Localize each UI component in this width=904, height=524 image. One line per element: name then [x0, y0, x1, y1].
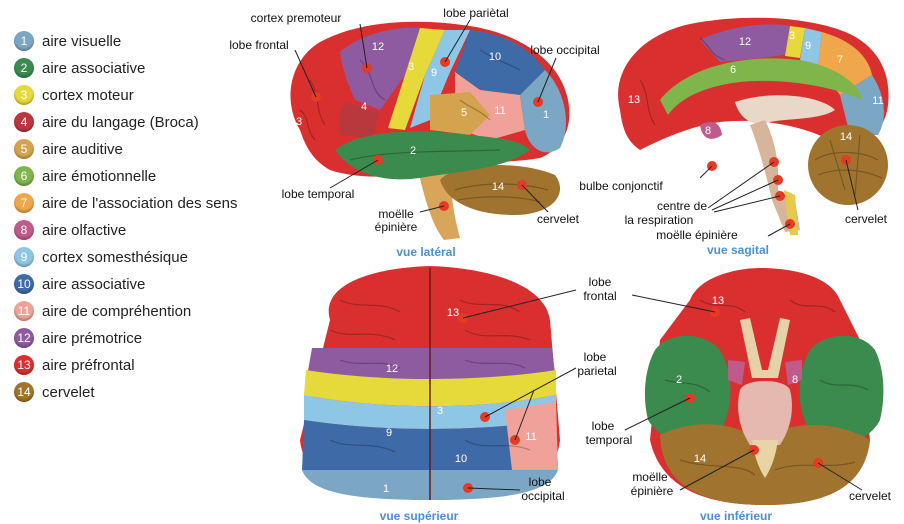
inferior-view-caption: vue inférieur: [700, 509, 772, 523]
superior-number: 13: [447, 307, 459, 319]
inferior-label-cervelet: cervelet: [849, 489, 892, 503]
lateral-number: 11: [494, 105, 505, 117]
inferior-label-moelle: moëlle: [632, 470, 668, 484]
superior-number: 1: [383, 483, 389, 495]
lateral-number: 5: [461, 107, 467, 119]
inferior-number: 14: [694, 453, 706, 465]
sagittal-label-bulbe: bulbe conjonctif: [579, 179, 663, 193]
lateral-label-lobe-occipital: lobe occipital: [530, 43, 599, 57]
lateral-number: 10: [489, 51, 501, 63]
sagittal-number: 12: [739, 36, 751, 48]
superior-label-frontal: frontal: [583, 289, 616, 303]
sagittal-number: 7: [837, 54, 843, 66]
sagittal-number: 13: [628, 94, 640, 106]
inferior-number: 2: [676, 374, 682, 386]
superior-view: 13 12 3 9 10 11 1 lobe frontal lobe pari…: [300, 266, 617, 523]
superior-number: 9: [386, 427, 392, 439]
sagittal-label-moelle: moëlle épinière: [656, 228, 738, 242]
lateral-number: 13: [290, 116, 302, 128]
sagittal-label-centre: centre de: [657, 199, 707, 213]
lateral-number: 2: [410, 145, 416, 157]
sagittal-view: 12 3 9 7 6 13 11 8 14 bulbe conjonctif c…: [579, 18, 888, 257]
sagittal-number: 3: [789, 30, 795, 42]
superior-number: 10: [455, 453, 467, 465]
lateral-label-moelle: moëlle: [378, 207, 414, 221]
lateral-label-cervelet: cervelet: [537, 212, 580, 226]
sagittal-label-respiration: la respiration: [625, 213, 694, 227]
lateral-label-lobe-frontal: lobe frontal: [229, 38, 288, 52]
lateral-number: 12: [372, 41, 384, 53]
sagittal-number: 9: [805, 40, 811, 52]
sagittal-number: 11: [872, 95, 883, 107]
superior-number: 11: [525, 431, 536, 443]
sagittal-label-cervelet: cervelet: [845, 212, 888, 226]
inferior-label-lobe: lobe: [592, 419, 615, 433]
inferior-label-epiniere: épinière: [631, 484, 674, 498]
lateral-number: 14: [492, 181, 504, 193]
inferior-view: 13 2 8 14 lobe temporal moëlle épinière …: [586, 268, 892, 523]
lateral-label-cortex-premoteur: cortex premoteur: [251, 11, 342, 25]
lateral-label-epiniere: épinière: [375, 220, 418, 234]
inferior-number: 13: [712, 295, 724, 307]
superior-label-lobe: lobe: [584, 350, 607, 364]
inferior-number: 8: [792, 374, 798, 386]
sagittal-number: 6: [730, 64, 736, 76]
sagittal-number: 8: [705, 125, 711, 137]
superior-label-occipital: occipital: [521, 489, 564, 503]
lateral-number: 9: [431, 67, 437, 79]
lateral-label-lobe-parietal: lobe pariètal: [443, 6, 508, 20]
inferior-brainstem: [738, 381, 792, 445]
lateral-label-lobe-temporal: lobe temporal: [282, 187, 355, 201]
sagittal-view-caption: vue sagital: [707, 243, 769, 257]
sagittal-number: 14: [840, 131, 852, 143]
superior-number: 12: [386, 363, 398, 375]
lateral-view: 12 3 9 10 4 13 5 11 1 2 14 cortex premot…: [229, 6, 599, 259]
superior-label-lobe: lobe: [589, 275, 612, 289]
lateral-number: 4: [361, 101, 367, 113]
superior-label-lobe: lobe: [529, 475, 552, 489]
superior-view-caption: vue supérieur: [380, 509, 459, 523]
lateral-number: 3: [408, 61, 414, 73]
superior-label-parietal: parietal: [577, 364, 616, 378]
lateral-number: 1: [543, 109, 549, 121]
lateral-view-caption: vue latéral: [396, 245, 455, 259]
superior-number: 3: [437, 405, 443, 417]
inferior-label-temporal: temporal: [586, 433, 633, 447]
